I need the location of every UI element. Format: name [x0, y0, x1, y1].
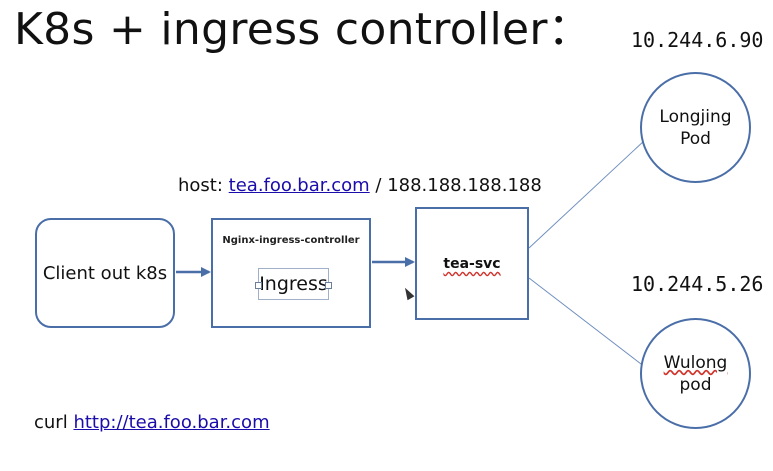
host-domain-link[interactable]: tea.foo.bar.com — [228, 175, 370, 196]
pod1-name-line1: Longjing — [659, 106, 732, 127]
client-label: Client out k8s — [42, 262, 168, 284]
line-svc-to-wulong — [528, 277, 646, 368]
pod2-name-line1: Wulong — [663, 352, 728, 373]
wulong-pod-node: Wulong pod — [640, 318, 751, 429]
host-line: host: tea.foo.bar.com / 188.188.188.188 — [178, 175, 542, 196]
longjing-pod-node: Longjing Pod — [640, 72, 751, 183]
pod2-name-line2: pod — [679, 374, 712, 395]
pod1-name-line2: Pod — [680, 128, 711, 149]
service-label: tea-svc — [443, 256, 501, 272]
nginx-controller-label: Nginx-ingress-controller — [222, 235, 360, 246]
resize-handle-right[interactable] — [325, 282, 332, 289]
slide-title: K8s + ingress controller： — [14, 4, 593, 55]
pod1-ip-label: 10.244.6.90 — [631, 28, 764, 52]
pod2-ip-label: 10.244.5.26 — [631, 272, 764, 296]
nginx-ingress-controller-node: Nginx-ingress-controller Ingress — [211, 218, 371, 328]
curl-command: curl — [34, 412, 74, 433]
client-node: Client out k8s — [35, 218, 175, 328]
ingress-textbox[interactable]: Ingress — [255, 268, 332, 300]
curl-url-link[interactable]: http://tea.foo.bar.com — [73, 412, 270, 433]
host-prefix: host: — [178, 175, 229, 196]
resize-handle-left[interactable] — [255, 282, 262, 289]
host-address: 188.188.188.188 — [387, 175, 542, 196]
line-svc-to-longjing — [528, 139, 646, 249]
curl-line: curl http://tea.foo.bar.com — [34, 412, 270, 433]
ingress-label: Ingress — [259, 273, 328, 295]
host-separator: / — [369, 175, 388, 196]
tea-svc-node: tea-svc — [415, 207, 529, 320]
